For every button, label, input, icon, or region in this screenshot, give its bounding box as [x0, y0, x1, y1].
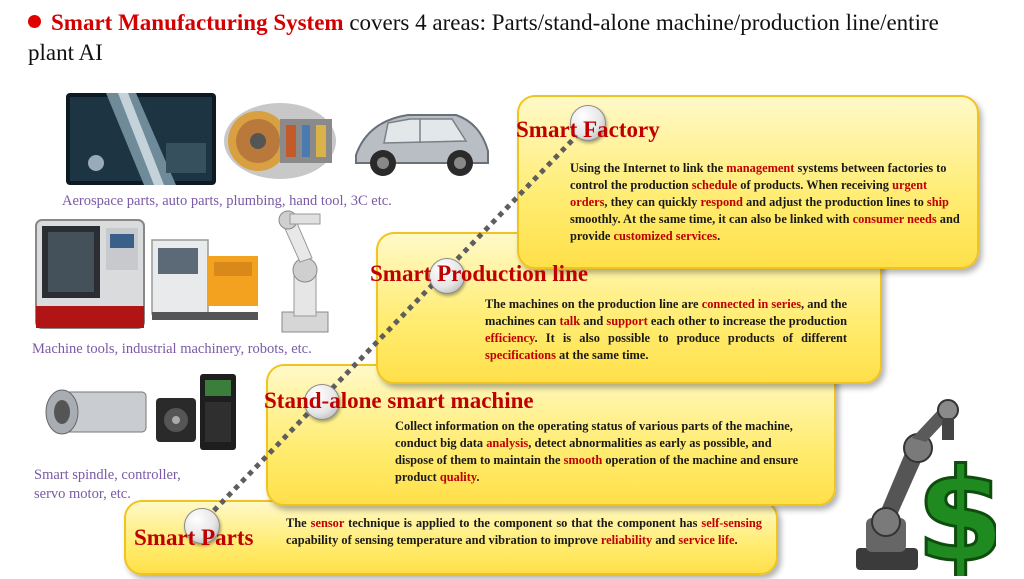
text-run: . — [734, 533, 738, 547]
highlight-term: sensor — [310, 516, 345, 530]
industrial-machinery-photo — [151, 239, 258, 320]
text-run: The — [286, 516, 311, 530]
text-run: and provide — [570, 212, 960, 243]
highlight-term: urgent orders — [570, 178, 928, 209]
text-run: of products. When receiving — [737, 178, 893, 192]
highlight-term: management — [726, 161, 795, 175]
highlight-term: support — [606, 314, 648, 328]
text-run: systems between factories to control the… — [570, 161, 947, 192]
dollar-sign-icon: $ — [916, 442, 996, 576]
highlight-term: reliability — [600, 533, 653, 547]
highlight-term: talk — [559, 314, 581, 328]
highlight-term: consumer needs — [852, 212, 937, 226]
highlight-term: respond — [700, 195, 743, 209]
title-smart-parts: Smart Parts — [134, 525, 254, 550]
title-smart-production-line: Smart Production line — [370, 261, 589, 286]
text-run: each other to increase the production — [647, 314, 847, 328]
title-stand-alone-machine: Stand-alone smart machine — [264, 388, 534, 413]
text-run: . — [717, 229, 721, 243]
caption-aerospace-parts: Aerospace parts, auto parts, plumbing, h… — [62, 193, 392, 209]
highlight-term: ship — [926, 195, 949, 209]
title-smart-factory: Smart Factory — [516, 117, 660, 142]
highlight-term: specifications — [485, 348, 556, 362]
highlight-term: customized services — [613, 229, 718, 243]
machine-tool-photo — [35, 219, 145, 329]
text-smart-production-line: The machines on the production line are … — [485, 296, 847, 364]
spindle-photo — [45, 389, 147, 435]
node-smart-production-line — [429, 258, 465, 294]
text-run: . — [476, 470, 480, 484]
text-run: and — [652, 533, 679, 547]
node-smart-factory — [570, 105, 606, 141]
turbine-engine-photo — [224, 103, 336, 179]
node-smart-parts — [184, 508, 220, 544]
text-run: and adjust the production lines to — [742, 195, 927, 209]
highlight-term: self-sensing — [701, 516, 762, 530]
highlight-term: efficiency — [485, 331, 535, 345]
servo-motor-photo — [156, 398, 196, 442]
text-run: capability of sensing temperature and vi… — [286, 533, 601, 547]
car-chassis-photo — [355, 114, 489, 176]
caption-spindle-line-2: servo motor, etc. — [34, 486, 131, 502]
text-run: smoothly. At the same time, it can also … — [570, 212, 853, 226]
text-run: Collect information on the operating sta… — [395, 419, 793, 450]
controller-photo — [200, 374, 236, 450]
node-stand-alone-machine — [304, 384, 340, 420]
highlight-term: service life — [678, 533, 735, 547]
text-stand-alone-machine: Collect information on the operating sta… — [395, 418, 805, 486]
text-run: operation of the machine and ensure prod… — [395, 453, 799, 484]
text-run: . It is also possible to produce product… — [534, 331, 847, 345]
text-run: The machines on the production line are — [485, 297, 702, 311]
headline-rest: covers 4 areas: Parts/stand-alone machin… — [28, 10, 939, 65]
text-run: , detect abnormalities as early as possi… — [395, 436, 772, 467]
robot-arm-photo — [278, 210, 329, 333]
text-run: , they can quickly — [604, 195, 701, 209]
headline-strong: Smart Manufacturing System — [51, 10, 344, 35]
robot-dollar-illustration: $ — [856, 399, 996, 576]
text-smart-factory: Using the Internet to link the managemen… — [570, 160, 966, 245]
headline: Smart Manufacturing System covers 4 area… — [28, 8, 988, 68]
caption-machine-tools: Machine tools, industrial machinery, rob… — [32, 341, 312, 357]
text-run: at the same time. — [555, 348, 649, 362]
highlight-term: schedule — [691, 178, 738, 192]
robot-arm-icon — [856, 399, 959, 570]
text-smart-parts: The sensor technique is applied to the c… — [286, 515, 762, 549]
text-run: and — [580, 314, 607, 328]
highlight-term: smooth — [563, 453, 603, 467]
text-run: technique is applied to the component so… — [344, 516, 702, 530]
text-run: , and the machines can — [485, 297, 847, 328]
highlight-term: analysis — [486, 436, 529, 450]
cnc-tool-photo — [66, 93, 216, 185]
caption-spindle-line-1: Smart spindle, controller, — [34, 467, 181, 483]
text-run: Using the Internet to link the — [570, 161, 727, 175]
bullet-dot — [28, 15, 41, 28]
highlight-term: quality — [439, 470, 477, 484]
highlight-term: connected in series — [701, 297, 802, 311]
